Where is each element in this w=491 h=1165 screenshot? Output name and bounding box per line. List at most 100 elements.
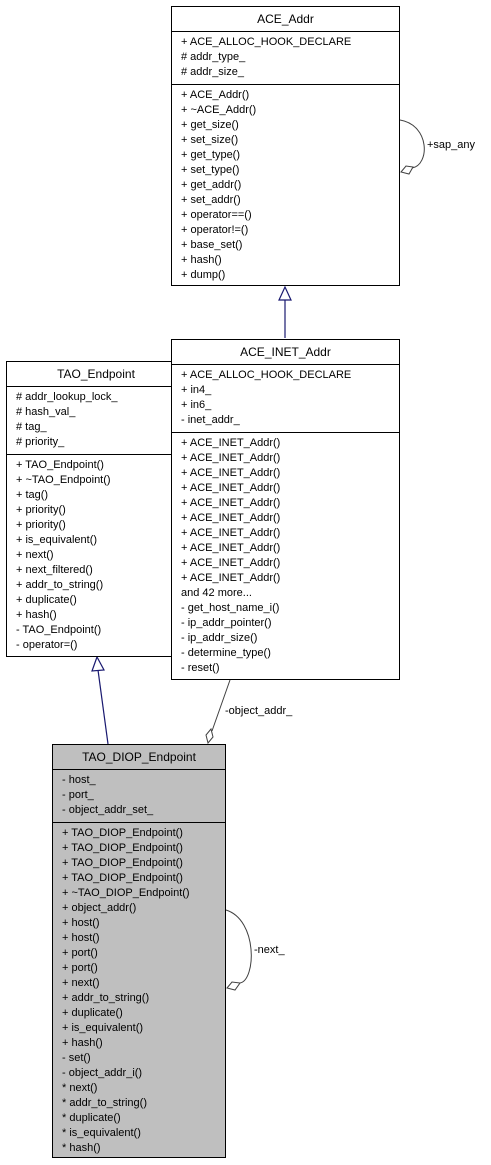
attribute-entry: - inet_addr_ <box>181 414 240 426</box>
method-entry: + ACE_INET_Addr() <box>181 497 281 509</box>
method-entry: + ~TAO_DIOP_Endpoint() <box>62 887 190 899</box>
attribute-entry: # tag_ <box>16 421 47 433</box>
attribute-entry: + ACE_ALLOC_HOOK_DECLARE <box>181 369 352 381</box>
method-entry: + ACE_INET_Addr() <box>181 527 281 539</box>
attribute-list: + ACE_ALLOC_HOOK_DECLARE# addr_type_# ad… <box>172 32 399 84</box>
attribute-entry: - host_ <box>62 774 96 786</box>
method-entry: + operator==() <box>181 209 252 221</box>
class-title: ACE_INET_Addr <box>172 340 399 365</box>
method-entry: + TAO_DIOP_Endpoint() <box>62 872 183 884</box>
method-entry: + ACE_INET_Addr() <box>181 437 281 449</box>
edge-label-next: -next_ <box>254 944 285 956</box>
method-entry: + ACE_INET_Addr() <box>181 557 281 569</box>
method-list: + TAO_Endpoint() + ~TAO_Endpoint() + tag()… <box>7 454 185 657</box>
method-entry: + TAO_DIOP_Endpoint() <box>62 842 183 854</box>
method-entry: + ACE_INET_Addr() <box>181 542 281 554</box>
method-entry: + port() <box>62 947 98 959</box>
method-entry: + TAO_DIOP_Endpoint() <box>62 857 183 869</box>
method-entry: - get_host_name_i() <box>181 602 280 614</box>
class-title: ACE_Addr <box>172 7 399 32</box>
method-entry: * is_equivalent() <box>62 1127 141 1139</box>
method-entry: + operator!=() <box>181 224 249 236</box>
object-addr-edge <box>211 679 231 732</box>
method-entry: + next() <box>16 549 54 561</box>
method-entry: + host() <box>62 932 100 944</box>
method-entry: + base_set() <box>181 239 243 251</box>
method-entry: + host() <box>62 917 100 929</box>
method-entry: + get_size() <box>181 119 239 131</box>
method-entry: + ACE_INET_Addr() <box>181 572 281 584</box>
method-entry: + set_addr() <box>181 194 241 206</box>
method-entry: + ACE_INET_Addr() <box>181 512 281 524</box>
inherit-diop-to-endpoint-line <box>97 669 109 745</box>
attribute-entry: + in4_ <box>181 384 212 396</box>
method-entry: - set() <box>62 1052 91 1064</box>
method-entry: + next_filtered() <box>16 564 93 576</box>
method-entry: + addr_to_string() <box>62 992 150 1004</box>
attribute-list: - host_ - port_ - object_addr_set_ <box>53 770 225 822</box>
method-entry: + is_equivalent() <box>16 534 98 546</box>
next-self-edge <box>225 909 252 984</box>
method-entry: - object_addr_i() <box>62 1067 143 1079</box>
method-list: + ACE_INET_Addr() + ACE_INET_Addr() + ACE_… <box>172 432 399 680</box>
method-entry: - ip_addr_size() <box>181 632 258 644</box>
next-diamond <box>226 981 241 991</box>
method-entry: + ACE_INET_Addr() <box>181 482 281 494</box>
method-entry: + ~ACE_Addr() <box>181 104 257 116</box>
method-list: + TAO_DIOP_Endpoint() + TAO_DIOP_Endpoint… <box>53 822 225 1160</box>
method-entry: and 42 more... <box>181 587 252 599</box>
class-ace-addr[interactable]: ACE_Addr + ACE_ALLOC_HOOK_DECLARE# addr_… <box>171 6 400 286</box>
method-entry: + hash() <box>181 254 222 266</box>
attribute-list: # addr_lookup_lock_# hash_val_# tag_# pr… <box>7 387 185 454</box>
method-entry: + duplicate() <box>16 594 77 606</box>
method-entry: + ~TAO_Endpoint() <box>16 474 111 486</box>
method-entry: + ACE_INET_Addr() <box>181 467 281 479</box>
method-entry: + priority() <box>16 504 66 516</box>
sap-any-diamond <box>400 165 414 175</box>
method-entry: + is_equivalent() <box>62 1022 144 1034</box>
attribute-list: + ACE_ALLOC_HOOK_DECLARE + in4_ + in6_ - in… <box>172 365 399 432</box>
method-entry: + ACE_INET_Addr() <box>181 452 281 464</box>
attribute-entry: - port_ <box>62 789 94 801</box>
edge-label-sap-any: +sap_any <box>427 139 476 151</box>
inherit-inet-to-addr-arrow <box>278 285 292 301</box>
method-entry: * next() <box>62 1082 98 1094</box>
method-list: + ACE_Addr() + ~ACE_Addr() + get_size() + s… <box>172 84 399 287</box>
method-entry: + hash() <box>16 609 57 621</box>
method-entry: + set_type() <box>181 164 240 176</box>
attribute-entry: + in6_ <box>181 399 212 411</box>
method-entry: + get_type() <box>181 149 241 161</box>
class-tao-endpoint[interactable]: TAO_Endpoint # addr_lookup_lock_# hash_v… <box>6 361 186 657</box>
method-entry: + priority() <box>16 519 66 531</box>
method-entry: + addr_to_string() <box>16 579 104 591</box>
attribute-entry: - object_addr_set_ <box>62 804 154 816</box>
method-entry: + get_addr() <box>181 179 242 191</box>
sap-any-self-edge <box>399 119 425 169</box>
method-entry: + dump() <box>181 269 226 281</box>
attribute-entry: # addr_size_ <box>181 66 244 78</box>
method-entry: - reset() <box>181 662 220 674</box>
class-tao-diop-endpoint[interactable]: TAO_DIOP_Endpoint - host_- port_- object… <box>52 744 226 1158</box>
method-entry: + TAO_Endpoint() <box>16 459 104 471</box>
attribute-entry: + ACE_ALLOC_HOOK_DECLARE <box>181 36 352 48</box>
object-addr-diamond <box>205 727 214 745</box>
method-entry: * hash() <box>62 1142 101 1154</box>
method-entry: + hash() <box>62 1037 103 1049</box>
method-entry: + tag() <box>16 489 49 501</box>
method-entry: + set_size() <box>181 134 239 146</box>
method-entry: + port() <box>62 962 98 974</box>
method-entry: - operator=() <box>16 639 78 651</box>
method-entry: - ip_addr_pointer() <box>181 617 272 629</box>
method-entry: + ACE_Addr() <box>181 89 250 101</box>
method-entry: + object_addr() <box>62 902 137 914</box>
class-ace-inet-addr[interactable]: ACE_INET_Addr + ACE_ALLOC_HOOK_DECLARE+ … <box>171 339 400 680</box>
method-entry: * duplicate() <box>62 1112 121 1124</box>
method-entry: * addr_to_string() <box>62 1097 147 1109</box>
attribute-entry: # priority_ <box>16 436 65 448</box>
method-entry: - TAO_Endpoint() <box>16 624 102 636</box>
method-entry: + TAO_DIOP_Endpoint() <box>62 827 183 839</box>
edge-label-object-addr: -object_addr_ <box>225 705 293 717</box>
method-entry: + next() <box>62 977 100 989</box>
method-entry: + duplicate() <box>62 1007 123 1019</box>
